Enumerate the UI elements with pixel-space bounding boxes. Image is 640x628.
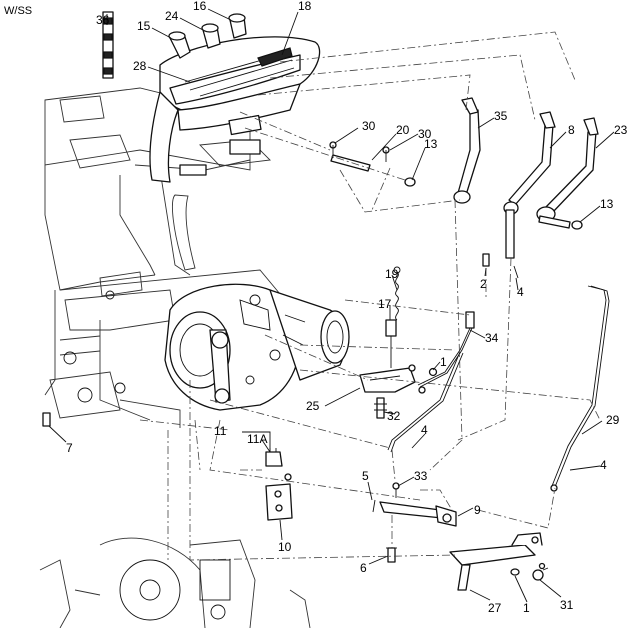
callout-29: 29 [606, 413, 620, 427]
part-1-nut-upper [418, 367, 438, 394]
callout-30-right: 30 [418, 127, 432, 141]
part-6-bolt [386, 547, 397, 563]
callout-4-lower: 4 [600, 458, 607, 472]
part-4-clip-upper [513, 265, 519, 279]
callout-2: 2 [480, 277, 487, 291]
part-17-link [385, 319, 397, 368]
leader-lines [48, 8, 615, 603]
callout-15: 15 [137, 19, 151, 33]
part-knobs [168, 13, 247, 59]
part-13-washer-upper [404, 177, 416, 187]
lower-assembly [39, 537, 311, 628]
part-27-bracket [449, 532, 543, 591]
part-1-washer-lower [510, 568, 520, 576]
callout-11A: 11A [247, 432, 267, 446]
callout-labels: 36 15 24 16 18 28 30 20 30 13 35 8 23 13… [66, 0, 628, 615]
callout-35: 35 [494, 109, 508, 123]
callout-18: 18 [298, 0, 312, 13]
part-2-pin [482, 253, 490, 267]
callout-24: 24 [165, 9, 179, 23]
callout-4-upper: 4 [517, 285, 524, 299]
header-label: W/SS [4, 5, 32, 17]
part-32-fitting [374, 397, 387, 419]
callout-11: 11 [214, 424, 227, 438]
callout-5: 5 [362, 469, 369, 483]
part-20-strap [329, 141, 390, 172]
part-35-lever [453, 97, 481, 204]
callout-7: 7 [66, 441, 73, 455]
callout-31: 31 [560, 598, 574, 612]
callout-32: 32 [387, 409, 401, 423]
hydro-unit [164, 283, 350, 411]
callout-4-middle: 4 [421, 423, 428, 437]
callout-13-upper: 13 [424, 137, 438, 151]
part-25-bracket [359, 364, 416, 393]
part-29-rod [550, 285, 610, 492]
part-8-lever [503, 111, 556, 259]
callout-8: 8 [568, 123, 575, 137]
callout-27: 27 [488, 601, 502, 615]
callout-9: 9 [474, 503, 481, 517]
callout-10: 10 [278, 540, 292, 554]
callout-20: 20 [396, 123, 410, 137]
callout-33: 33 [414, 469, 428, 483]
callout-1-lower: 1 [523, 601, 530, 615]
part-13-washer-right [571, 220, 583, 230]
callout-23: 23 [614, 123, 628, 137]
dash-console [149, 36, 321, 183]
part-11-switch [265, 448, 283, 467]
callout-17: 17 [378, 297, 392, 311]
callout-16: 16 [193, 0, 207, 13]
callout-6: 6 [360, 561, 367, 575]
part-10-bracket [265, 473, 293, 521]
callout-36: 36 [96, 13, 110, 27]
routing-lines [139, 31, 601, 561]
callout-25: 25 [306, 399, 320, 413]
callout-19: 19 [385, 267, 399, 281]
part-34-rod [417, 311, 475, 388]
part-9-lever-arm [372, 482, 457, 527]
part-36-decal [102, 11, 114, 79]
callout-28: 28 [133, 59, 147, 73]
center-rod [387, 351, 464, 453]
part-31-bolt [532, 562, 549, 581]
callout-13-right: 13 [600, 197, 614, 211]
part-7-clip [42, 412, 51, 427]
part-19-spring [393, 266, 401, 321]
callout-1-upper: 1 [440, 355, 447, 369]
callout-34: 34 [485, 331, 499, 345]
callout-30-left: 30 [362, 119, 376, 133]
part-23-lever [536, 117, 599, 229]
